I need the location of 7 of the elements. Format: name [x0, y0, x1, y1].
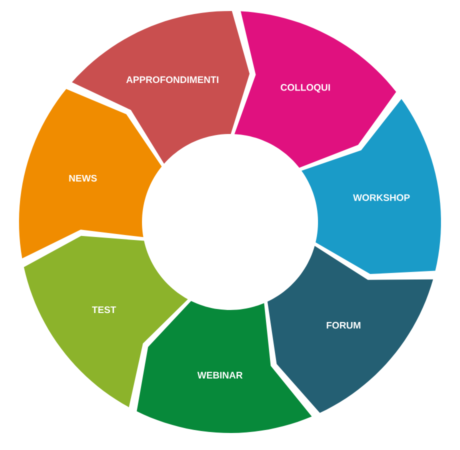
cycle-segment: FORUM	[267, 246, 434, 413]
cycle-segment: NEWS	[19, 88, 162, 258]
cycle-segment: COLLOQUI	[234, 11, 396, 168]
cycle-segment: APPROFONDIMENTI	[72, 11, 250, 164]
cycle-segment: WEBINAR	[136, 300, 312, 433]
cycle-segment: WORKSHOP	[302, 99, 441, 274]
cycle-segment: TEST	[24, 236, 188, 408]
